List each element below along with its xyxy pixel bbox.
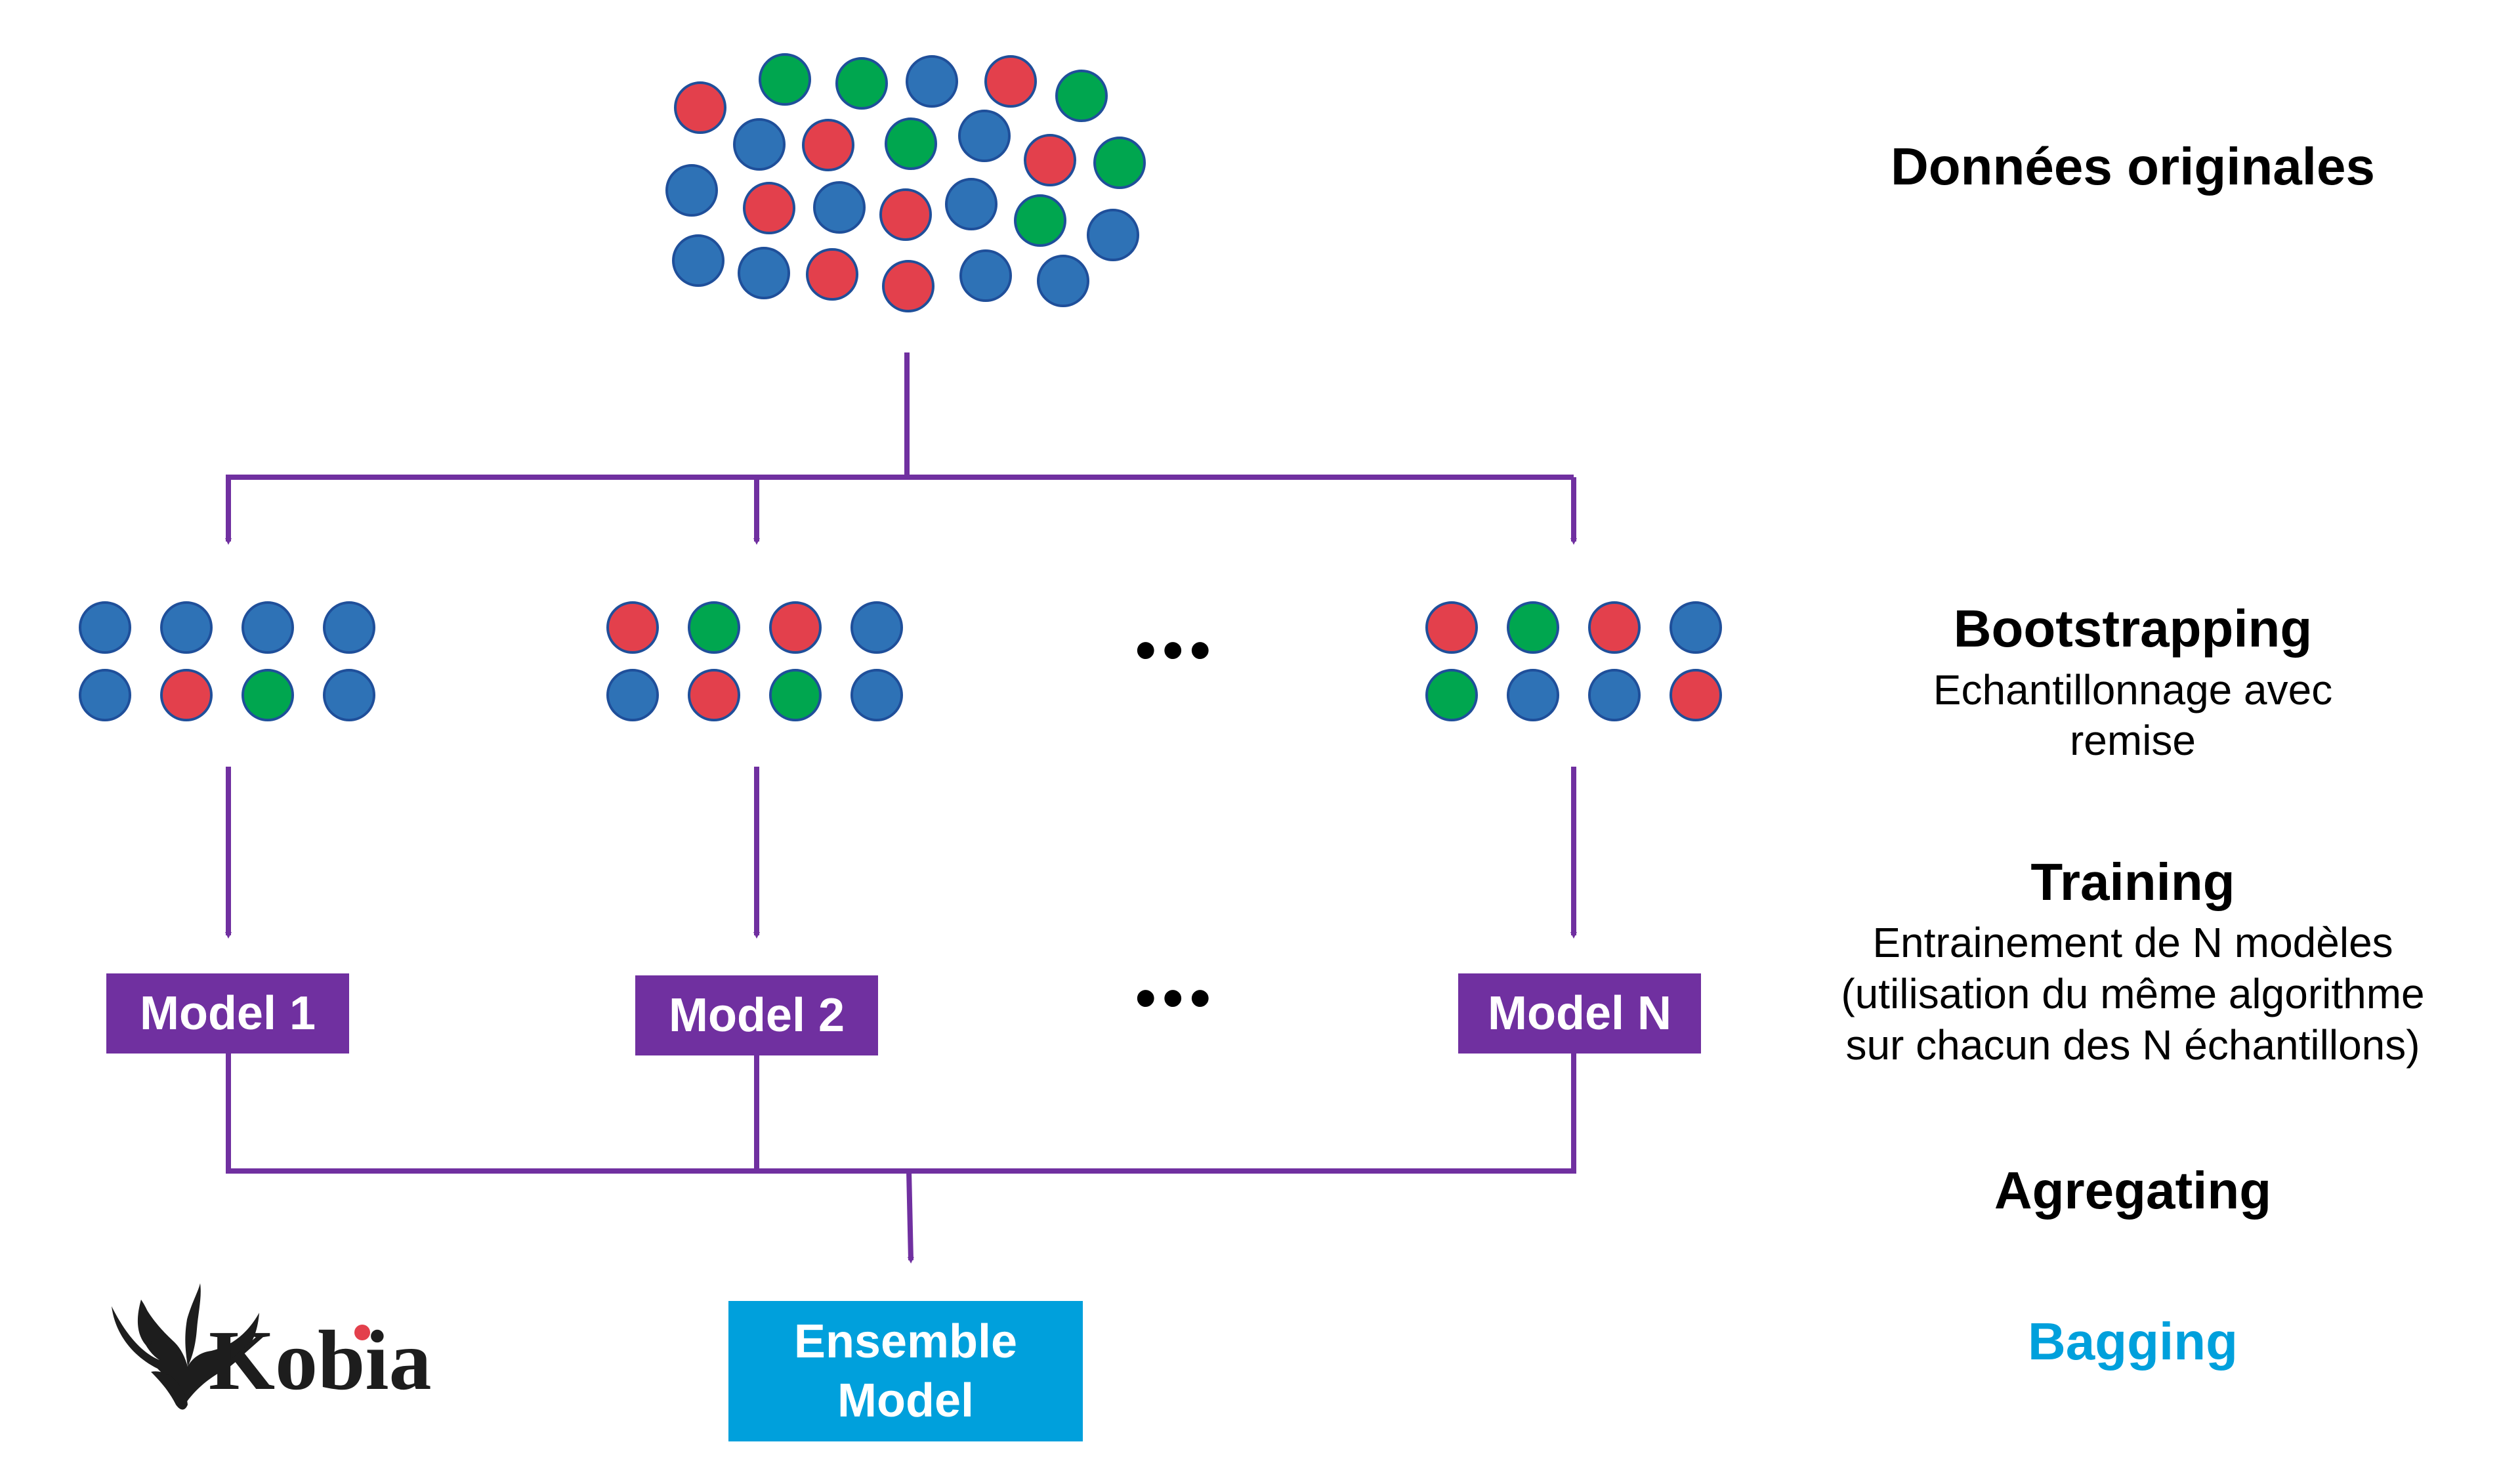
original-data-point [733, 118, 786, 171]
sample-3-point [1425, 669, 1478, 721]
sample-1-point [160, 601, 213, 654]
original-data-point [665, 164, 718, 217]
original-data-point [1087, 209, 1139, 261]
original-data-point [958, 110, 1011, 162]
sample-1-point [242, 669, 294, 721]
step-training-desc-line3: sur chacun des N échantillons) [1845, 1021, 2420, 1069]
original-data-point [984, 55, 1037, 108]
sample-1-point [160, 669, 213, 721]
kobia-antlers-icon [112, 1283, 259, 1410]
kobia-logo-dot [354, 1325, 370, 1340]
original-data-point [1055, 70, 1108, 122]
ensemble-line-2: Model [837, 1374, 974, 1427]
models-ellipsis: ••• [1135, 966, 1217, 1031]
step-training-desc-line1: Entrainement de N modèles [1872, 919, 2393, 966]
sample-1-point [242, 601, 294, 654]
sample-2-point [606, 669, 659, 721]
sample-2-point [769, 601, 822, 654]
step-bagging-title: Bagging [2028, 1312, 2238, 1371]
sample-1-point [79, 669, 131, 721]
sample-2-point [688, 601, 740, 654]
original-data-point [1024, 134, 1076, 186]
sample-1-point [323, 601, 375, 654]
sample-2-point [688, 669, 740, 721]
original-data-point [802, 119, 854, 171]
sample-3-point [1425, 601, 1478, 654]
original-data-point [1014, 194, 1066, 247]
model-1-box: Model 1 [106, 973, 349, 1054]
ensemble-model-box: Ensemble Model [728, 1301, 1083, 1441]
original-data-point [674, 81, 726, 134]
sample-3-point [1507, 669, 1559, 721]
sample-3-point [1588, 669, 1641, 721]
original-data-point [882, 260, 934, 312]
sample-3-point [1507, 601, 1559, 654]
step-bootstrapping-desc-line1: Echantillonnage avec [1933, 666, 2333, 713]
kobia-logo-text: Kobia [209, 1313, 432, 1408]
original-data-point [743, 182, 795, 234]
original-data-points [665, 53, 1146, 312]
original-data-point [945, 178, 998, 230]
model-n-box: Model N [1458, 973, 1701, 1054]
step-training-desc-line2: (utilisation du même algorithme [1841, 970, 2425, 1017]
original-data-point [759, 53, 811, 106]
sample-1-point [323, 669, 375, 721]
original-data-point [813, 181, 866, 234]
original-data-point [835, 57, 888, 110]
step-aggregating-title: Agregating [1994, 1161, 2272, 1220]
original-data-point [1093, 137, 1146, 189]
ensemble-line-1: Ensemble [793, 1315, 1018, 1368]
sample-2-point [606, 601, 659, 654]
original-data-point [959, 249, 1012, 302]
step-original-data-label: Données originales [1891, 137, 2375, 196]
original-data-point [738, 247, 790, 299]
sample-2-point [850, 601, 903, 654]
samples-ellipsis: ••• [1135, 618, 1217, 683]
step-bootstrapping-title: Bootstrapping [1953, 599, 2313, 658]
bootstrap-sample-points [79, 601, 1722, 721]
sample-2-point [769, 669, 822, 721]
step-training-title: Training [2030, 853, 2235, 911]
sample-2-point [850, 669, 903, 721]
original-data-point [879, 188, 932, 241]
sample-3-point [1670, 669, 1722, 721]
original-data-point [885, 117, 937, 170]
original-data-point [906, 55, 958, 108]
arrow-to-ensemble [906, 1170, 914, 1264]
original-data-point [806, 248, 858, 301]
sample-1-point [79, 601, 131, 654]
original-data-point [1037, 255, 1089, 307]
sample-3-point [1670, 601, 1722, 654]
model-2-box: Model 2 [635, 975, 878, 1055]
sample-3-point [1588, 601, 1641, 654]
original-data-point [672, 234, 724, 287]
step-bootstrapping-desc-line2: remise [2069, 717, 2196, 764]
connector-lines [225, 352, 1577, 1264]
